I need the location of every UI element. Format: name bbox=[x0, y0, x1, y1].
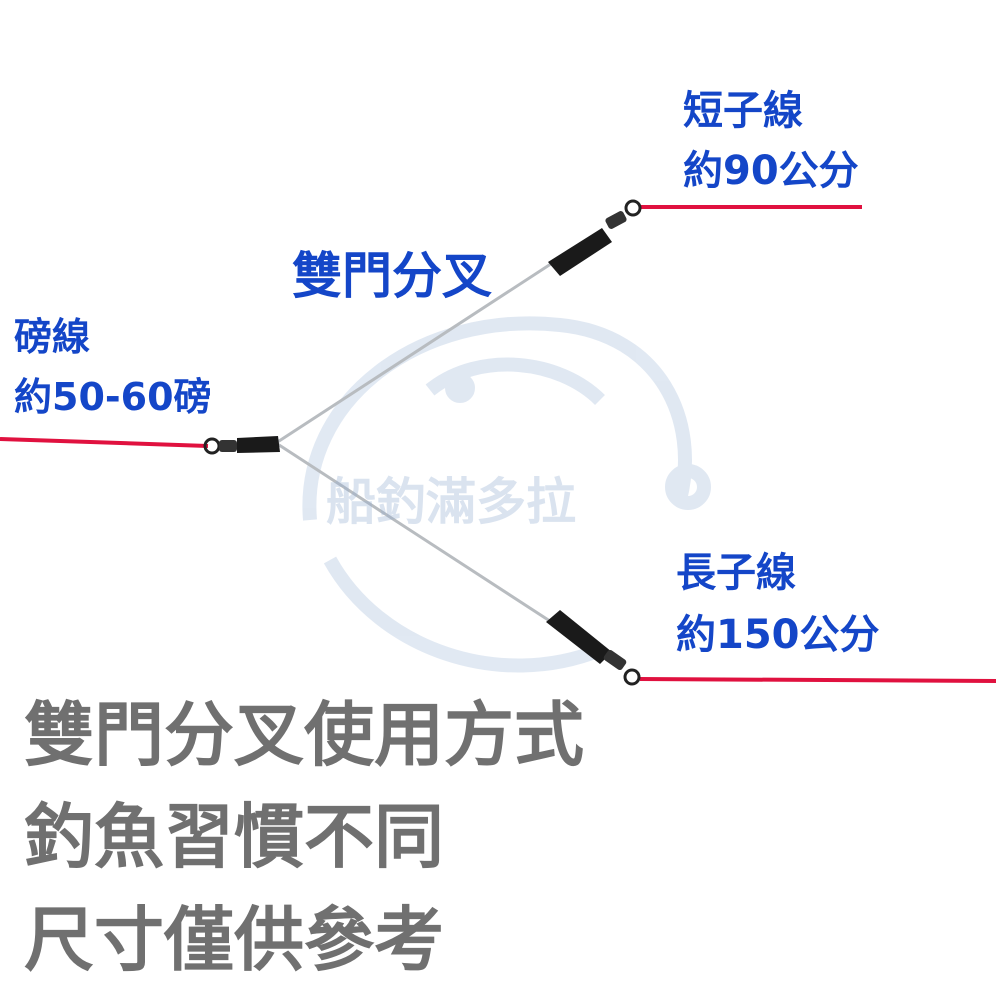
long-leader-name-label: 長子線 bbox=[676, 550, 796, 596]
short-leader-length-label: 約90公分 bbox=[683, 148, 859, 194]
watermark-text: 船釣滿多拉 bbox=[326, 473, 576, 531]
long-leader-line bbox=[639, 677, 997, 683]
short-leader-name-label: 短子線 bbox=[683, 88, 803, 134]
upper-wire-arm bbox=[275, 256, 561, 445]
split-name-label: 雙門分叉 bbox=[292, 247, 492, 305]
caption-usage: 雙門分叉使用方式 bbox=[24, 694, 584, 776]
long-leader-length-label: 約150公分 bbox=[676, 612, 880, 658]
lower-wire-arm bbox=[275, 441, 557, 627]
left-swivel bbox=[203, 436, 280, 455]
upper-swivel bbox=[548, 199, 642, 276]
caption-reference: 尺寸僅供參考 bbox=[24, 899, 444, 981]
caption-habits: 釣魚習慣不同 bbox=[24, 796, 444, 878]
main-line-name-label: 磅線 bbox=[14, 315, 91, 359]
main-line-length-label: 約50-60磅 bbox=[14, 375, 212, 419]
main-line bbox=[0, 437, 209, 448]
watermark-logo bbox=[302, 316, 711, 673]
lower-swivel bbox=[546, 610, 641, 686]
